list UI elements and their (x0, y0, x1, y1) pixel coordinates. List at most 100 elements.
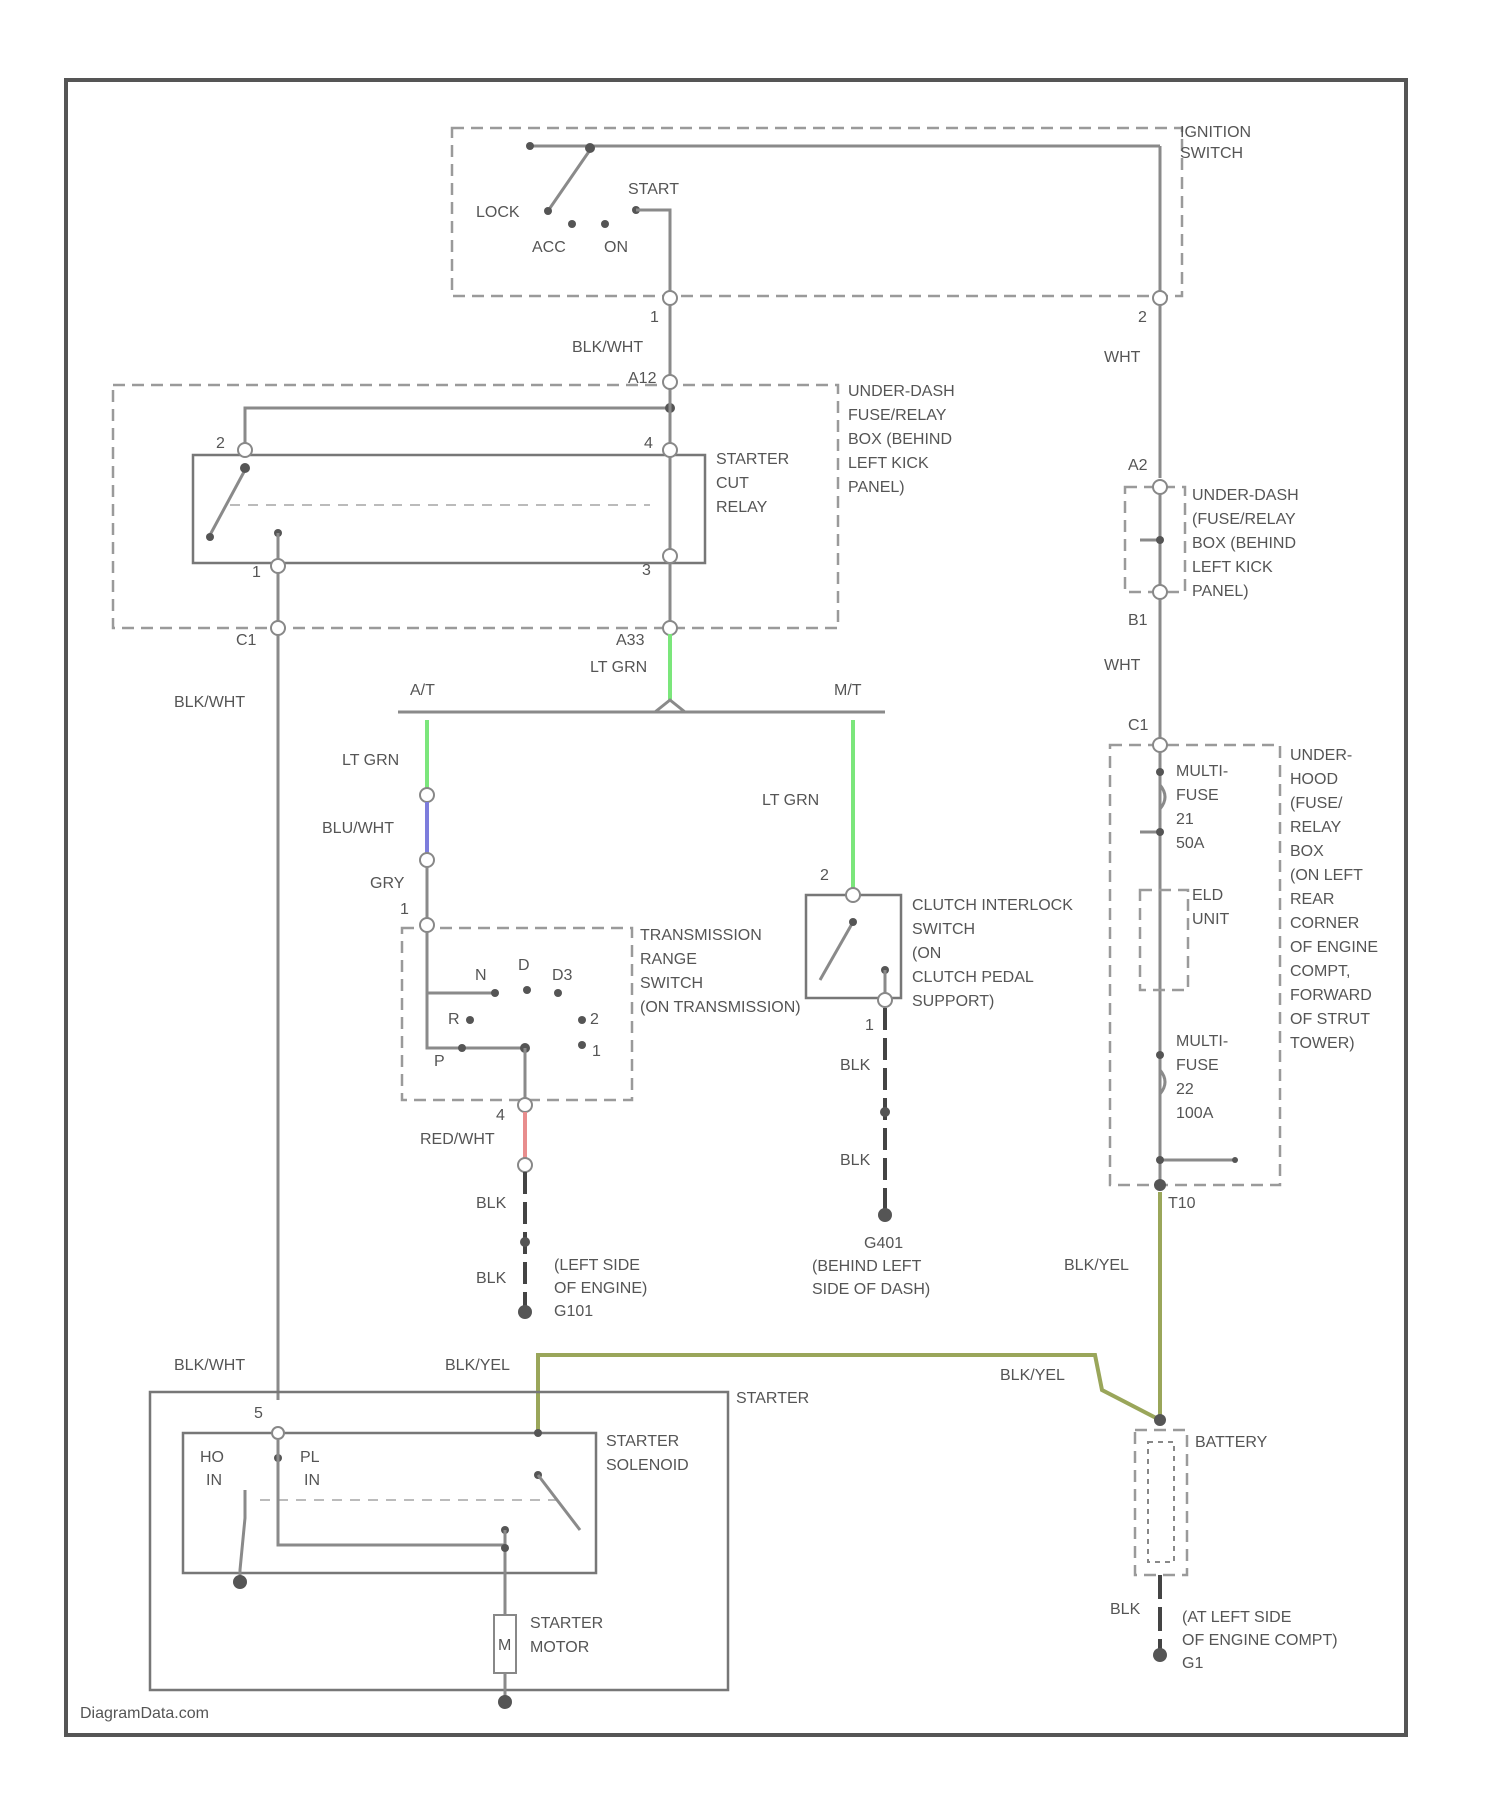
g401-ground-dot (878, 1208, 892, 1222)
wire-label-blk-wht-3: BLK/WHT (174, 1357, 245, 1374)
g1-label: (AT LEFT SIDE OF ENGINE COMPT) G1 (1182, 1609, 1342, 1672)
a12-label: A12 (628, 370, 657, 387)
battery-label: BATTERY (1195, 1434, 1268, 1451)
starter-solenoid-label: STARTER SOLENOID (606, 1433, 689, 1474)
wire-label-blk-3: BLK (840, 1057, 871, 1074)
under-hood-box-label: UNDER- HOOD (FUSE/ RELAY BOX (ON LEFT RE… (1290, 747, 1382, 1052)
wire-label-red-wht: RED/WHT (420, 1131, 495, 1148)
trans-d3-label: D3 (552, 967, 573, 984)
trans-pin4-label: 4 (496, 1107, 505, 1124)
solenoid-contact-blade (538, 1475, 580, 1530)
starter-cut-relay (193, 455, 705, 563)
relay-feed-wire (245, 408, 670, 450)
ignition-pin2-connector (1153, 291, 1167, 305)
at-connector-1 (420, 788, 434, 802)
ignition-start-label: START (628, 181, 679, 198)
t10-label: T10 (1168, 1195, 1196, 1212)
trans-p-dot (458, 1044, 466, 1052)
wire-label-blk-2: BLK (476, 1270, 507, 1287)
watermark: DiagramData.com (80, 1705, 209, 1722)
wire-label-blk-yel-3: BLK/YEL (1000, 1367, 1065, 1384)
ignition-switch-label: IGNITION SWITCH (1180, 124, 1256, 162)
at-connector-2 (420, 853, 434, 867)
starter-motor-label: STARTER MOTOR (530, 1615, 608, 1656)
trans-ground-connector (518, 1158, 532, 1172)
wire-label-gry: GRY (370, 875, 405, 892)
elb-unit-box (1140, 890, 1188, 990)
clutch-switch-blade (820, 922, 853, 980)
a12-connector (663, 375, 677, 389)
ignition-switch-box (452, 128, 1182, 296)
relay-contact-pivot (240, 463, 250, 473)
battery-cells (1148, 1442, 1174, 1562)
fuse2-stub-end-dot (1232, 1157, 1238, 1163)
fuse1-bot-dot (1156, 828, 1164, 836)
starter-pin5-label: 5 (254, 1405, 263, 1422)
wire-label-wht-1: WHT (1104, 349, 1141, 366)
wire-label-blk-wht-1: BLK/WHT (572, 339, 643, 356)
fuse2-top-dot (1156, 1051, 1164, 1059)
ignition-pin1-connector (663, 291, 677, 305)
wire-label-blk-yel-1: BLK/YEL (1064, 1257, 1129, 1274)
motor-feed-dot (501, 1544, 509, 1552)
fuse1-label: MULTI- FUSE 21 50A (1176, 763, 1233, 852)
ho-in-label: HO IN (200, 1449, 228, 1489)
a2-connector (1153, 480, 1167, 494)
clutch-pin1-connector (878, 993, 892, 1007)
trans-1-label: 1 (592, 1043, 601, 1060)
relay-pin1-label: 1 (252, 564, 261, 581)
fuse2-bot-dot (1156, 1156, 1164, 1164)
ho-coil-wire (240, 1490, 245, 1580)
wire-label-blk-4: BLK (840, 1152, 871, 1169)
starter-label: STARTER (736, 1390, 809, 1407)
b1-label: B1 (1128, 612, 1148, 629)
trans-d-dot (523, 986, 531, 994)
ignition-pivot-dot (585, 143, 595, 153)
trans-d-label: D (518, 957, 530, 974)
fuse2-label: MULTI- FUSE 22 100A (1176, 1033, 1233, 1122)
relay-contact-dot (206, 533, 214, 541)
wire-label-blk-wht-2: BLK/WHT (174, 694, 245, 711)
relay-pin4-connector (663, 443, 677, 457)
g1-ground-dot (1153, 1648, 1167, 1662)
fuse1-top-dot (1156, 768, 1164, 776)
c1-label: C1 (236, 632, 257, 649)
branch-at-label: A/T (410, 682, 435, 699)
under-dash-box-label: UNDER-DASH FUSE/RELAY BOX (BEHIND LEFT K… (848, 383, 959, 496)
clutch-splice-dot (880, 1107, 890, 1117)
trans-n-label: N (475, 967, 487, 984)
pl-in-label: PL IN (300, 1449, 323, 1489)
ignition-acc-dot (568, 220, 576, 228)
starter-motor-symbol: M (498, 1637, 511, 1654)
relay-contact-blade (210, 470, 245, 535)
ignition-pin1-label: 1 (650, 309, 659, 326)
ignition-on-dot (601, 220, 609, 228)
b1-connector (1153, 585, 1167, 599)
ignition-lock-label: LOCK (476, 204, 520, 221)
a33-label: A33 (616, 632, 645, 649)
a33-connector (663, 621, 677, 635)
trans-splice-dot (520, 1237, 530, 1247)
ignition-pin2-label: 2 (1138, 309, 1147, 326)
trans-r-dot (466, 1016, 474, 1024)
relay-pin1-connector (271, 559, 285, 573)
g101-label: (LEFT SIDE OF ENGINE) G101 (554, 1257, 652, 1320)
relay-pin3-label: 3 (642, 562, 651, 579)
trans-pin1-connector (420, 918, 434, 932)
ho-ground-dot (233, 1575, 247, 1589)
trans-pin4-connector (518, 1098, 532, 1112)
relay-pin2-connector (238, 443, 252, 457)
wire-label-blk-yel-2: BLK/YEL (445, 1357, 510, 1374)
c1-connector (271, 621, 285, 635)
branch-notch (655, 700, 685, 712)
trans-1-dot (578, 1041, 586, 1049)
ignition-on-label: ON (604, 239, 628, 256)
branch-mt-label: M/T (834, 682, 862, 699)
ignition-switch-blade (550, 150, 590, 208)
clutch-pin2-connector (846, 888, 860, 902)
diagram-frame (66, 80, 1406, 1735)
hood-c1-label: C1 (1128, 717, 1149, 734)
dash2-splice-dot (1156, 536, 1164, 544)
trans-park-wire (427, 993, 525, 1048)
wire-label-lt-grn-1: LT GRN (590, 659, 647, 676)
